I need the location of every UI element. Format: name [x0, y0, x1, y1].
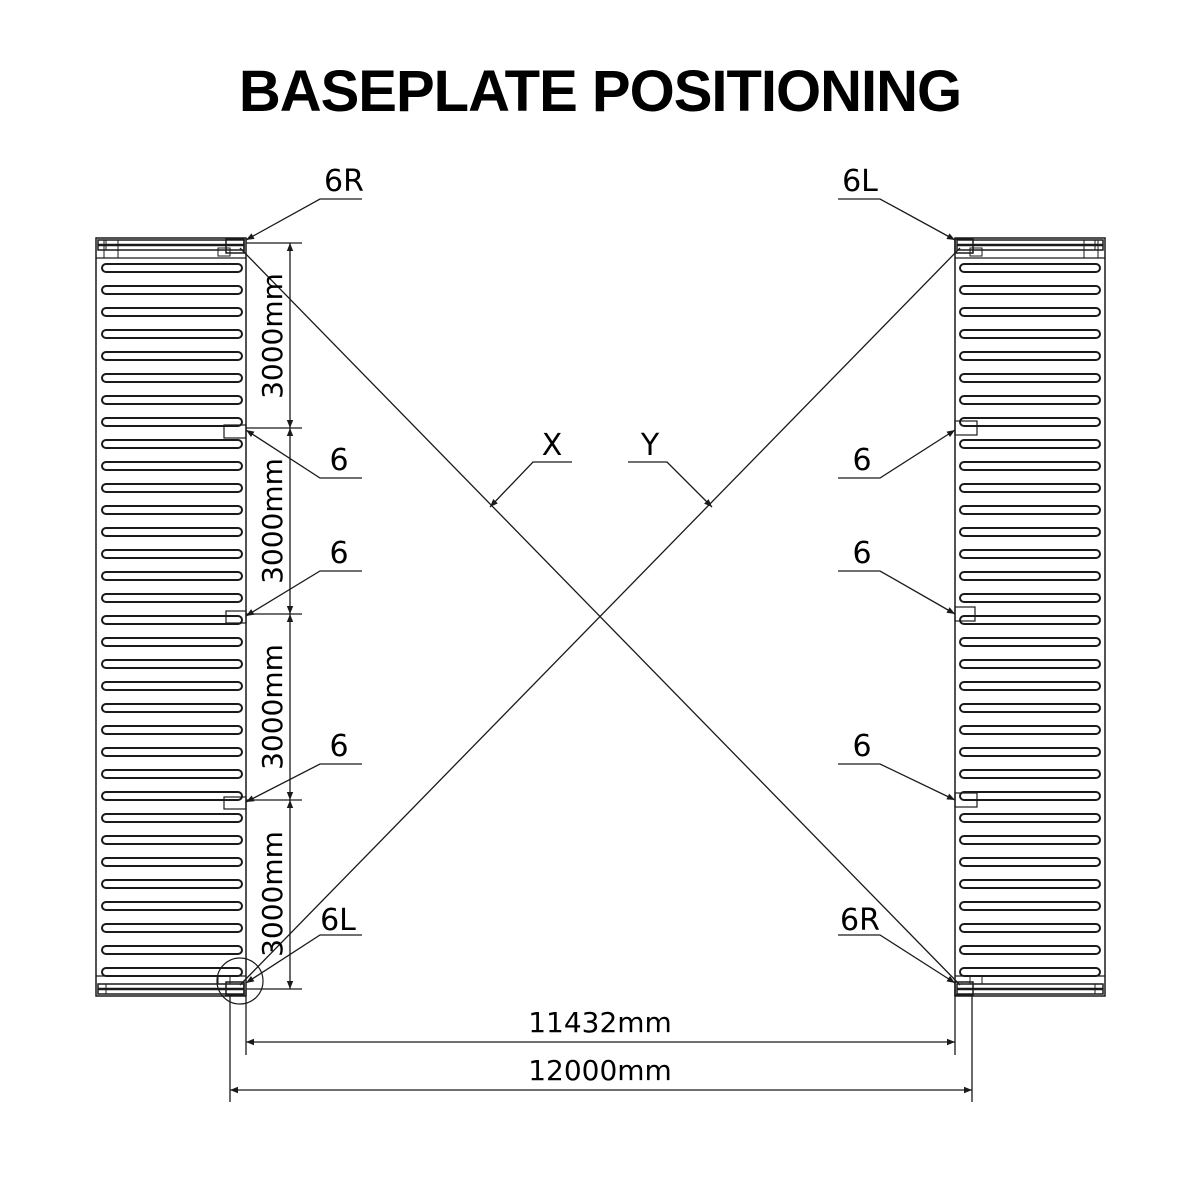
container-slat	[101, 285, 243, 295]
inner-span-dimension: 11432mm	[528, 1006, 672, 1039]
container-slat	[959, 571, 1101, 581]
container-slat	[101, 659, 243, 669]
container-slat	[101, 879, 243, 889]
container-slat	[959, 505, 1101, 515]
container-slat	[959, 395, 1101, 405]
container-slat	[101, 307, 243, 317]
segment-dimension-3: 3000mm	[256, 644, 289, 770]
vertical-dimension-lines	[246, 242, 302, 990]
horizontal-dimension-lines	[229, 990, 973, 1102]
container-slat	[101, 263, 243, 273]
right-container-slats	[959, 263, 1101, 977]
container-slat	[959, 923, 1101, 933]
container-slat	[101, 461, 243, 471]
right-top-baseplate-label: 6L	[842, 164, 878, 199]
container-slat	[101, 483, 243, 493]
container-slat	[101, 373, 243, 383]
container-slat	[959, 417, 1101, 427]
container-slat	[959, 637, 1101, 647]
left-side-baseplate-label-2: 6	[329, 536, 348, 571]
container-slat	[959, 351, 1101, 361]
container-slat	[959, 879, 1101, 889]
container-slat	[101, 945, 243, 955]
diagonal-y-label: Y	[640, 428, 660, 463]
container-slat	[101, 703, 243, 713]
container-slat	[101, 747, 243, 757]
segment-dimension-4: 3000mm	[256, 831, 289, 957]
container-slat	[959, 725, 1101, 735]
container-slat	[101, 637, 243, 647]
container-slat	[101, 615, 243, 625]
container-slat	[101, 901, 243, 911]
diagonal-y-leader	[628, 461, 713, 508]
container-slat	[101, 769, 243, 779]
container-slat	[959, 263, 1101, 273]
container-slat	[959, 857, 1101, 867]
left-container	[95, 237, 264, 1005]
right-container	[954, 237, 1106, 997]
container-slat	[959, 615, 1101, 625]
container-slat	[959, 681, 1101, 691]
diagonal-x-label: X	[542, 428, 563, 463]
right-bottom-baseplate-label: 6R	[840, 903, 880, 938]
container-slat	[101, 571, 243, 581]
left-side-baseplate-label-3: 6	[329, 729, 348, 764]
container-slat	[101, 417, 243, 427]
container-slat	[959, 901, 1101, 911]
container-slat	[959, 307, 1101, 317]
container-slat	[959, 329, 1101, 339]
container-slat	[959, 527, 1101, 537]
container-slat	[101, 923, 243, 933]
left-side-baseplate-label-1: 6	[329, 443, 348, 478]
container-slat	[959, 945, 1101, 955]
container-slat	[101, 791, 243, 801]
container-slat	[101, 725, 243, 735]
diagonal-lines	[239, 247, 961, 986]
container-slat	[101, 835, 243, 845]
container-slat	[959, 483, 1101, 493]
container-slat	[101, 351, 243, 361]
left-container-slats	[101, 263, 243, 977]
container-slat	[101, 593, 243, 603]
left-top-baseplate-label: 6R	[324, 164, 364, 199]
container-slat	[959, 703, 1101, 713]
container-slat	[959, 791, 1101, 801]
diagonal-x-leader	[489, 461, 572, 508]
container-slat	[959, 769, 1101, 779]
container-slat	[959, 747, 1101, 757]
left-bottom-baseplate-label: 6L	[320, 903, 356, 938]
outer-span-dimension: 12000mm	[528, 1054, 672, 1087]
container-slat	[101, 329, 243, 339]
right-side-baseplate-label-2: 6	[852, 536, 871, 571]
page-title: BASEPLATE POSITIONING	[238, 59, 962, 124]
container-slat	[101, 395, 243, 405]
container-slat	[101, 549, 243, 559]
right-side-baseplate-label-3: 6	[852, 729, 871, 764]
container-slat	[959, 967, 1101, 977]
container-slat	[959, 439, 1101, 449]
container-slat	[101, 439, 243, 449]
right-leaders	[838, 198, 956, 984]
container-slat	[959, 593, 1101, 603]
container-slat	[959, 659, 1101, 669]
container-slat	[101, 813, 243, 823]
container-slat	[101, 857, 243, 867]
container-slat	[101, 527, 243, 537]
container-slat	[959, 549, 1101, 559]
container-slat	[101, 967, 243, 977]
left-leaders	[245, 198, 362, 984]
container-slat	[959, 373, 1101, 383]
container-slat	[959, 813, 1101, 823]
container-slat	[959, 461, 1101, 471]
right-side-baseplate-label-1: 6	[852, 443, 871, 478]
container-slat	[959, 835, 1101, 845]
segment-dimension-2: 3000mm	[256, 458, 289, 584]
segment-dimension-1: 3000mm	[256, 273, 289, 399]
container-slat	[101, 505, 243, 515]
container-slat	[101, 681, 243, 691]
container-slat	[959, 285, 1101, 295]
